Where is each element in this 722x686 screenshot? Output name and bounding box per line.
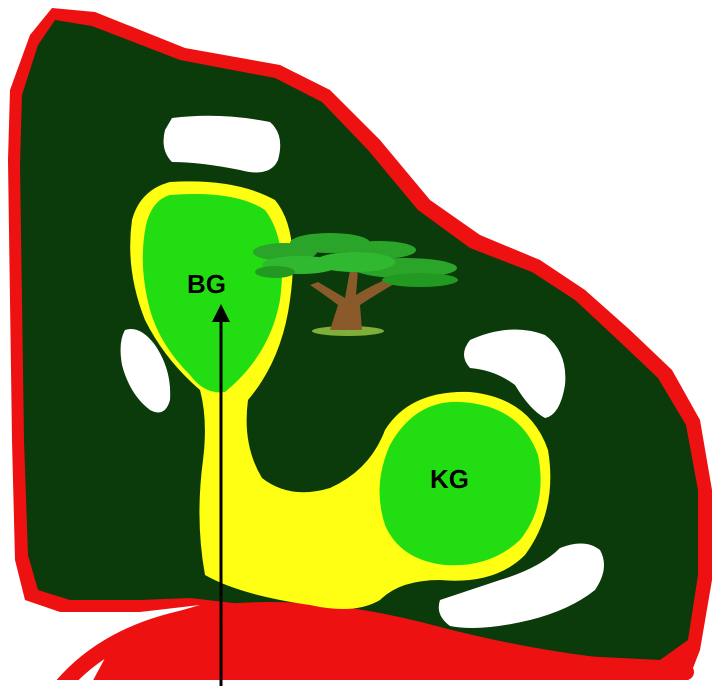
below-boundary-area — [0, 680, 722, 686]
green-label-bg: BG — [187, 269, 226, 299]
green-label-kg: KG — [430, 464, 469, 494]
